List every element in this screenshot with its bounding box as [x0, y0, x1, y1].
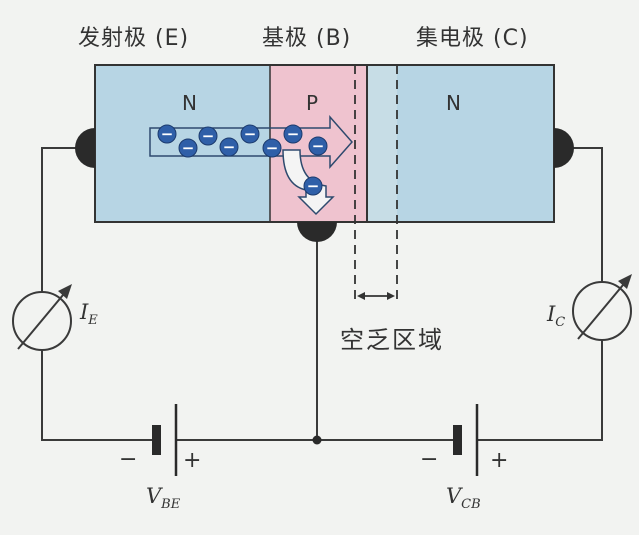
- vbe-subscript: BE: [161, 497, 181, 513]
- depletion-region-label: 空乏区域: [340, 326, 444, 354]
- vbe-minus-sign: −: [119, 447, 138, 472]
- vcb-label: VCB: [446, 484, 481, 512]
- emitter-type-label: N: [182, 91, 197, 115]
- vcb-plus-sign: +: [490, 448, 509, 473]
- junction-dot: [312, 435, 322, 445]
- collector-type-label: N: [446, 91, 461, 115]
- electron-flow-arrow: [149, 115, 353, 169]
- depletion-arrowhead-left: [357, 292, 365, 300]
- electron: [303, 176, 323, 196]
- vcb-subscript: CB: [461, 497, 481, 513]
- electron: [308, 136, 328, 156]
- ie-subscript: E: [88, 313, 98, 329]
- emitter-current-label: IE: [80, 300, 98, 328]
- electron-sign: −: [266, 139, 279, 157]
- emitter-header: 发射极 (E): [78, 26, 190, 51]
- electron: [262, 138, 282, 158]
- electron-sign: −: [244, 125, 257, 143]
- emitter-ammeter: [12, 284, 72, 351]
- collector-region: [397, 65, 554, 222]
- vbe-label: VBE: [146, 484, 180, 512]
- ic-letter: I: [547, 302, 556, 326]
- electron: [219, 137, 239, 157]
- electron-sign: −: [307, 177, 320, 195]
- vbe-plus-sign: +: [183, 448, 202, 473]
- collector-terminal: [554, 128, 574, 168]
- electron: [283, 124, 303, 144]
- electron-group: −−−−−−−−−: [157, 124, 328, 196]
- vcb-minus-sign: −: [420, 447, 439, 472]
- ic-subscript: C: [555, 315, 566, 331]
- depletion-band: [367, 65, 397, 222]
- electron: [178, 138, 198, 158]
- electron-sign: −: [287, 125, 300, 143]
- electron-sign: −: [202, 127, 215, 145]
- electron-sign: −: [223, 138, 236, 156]
- collector-current-label: IC: [547, 302, 565, 330]
- battery-vcb: [453, 404, 479, 476]
- electron: [157, 124, 177, 144]
- battery-vbe: [152, 404, 178, 476]
- vbe-letter: V: [146, 484, 162, 508]
- depletion-arrowhead-right: [387, 292, 395, 300]
- base-terminal: [297, 222, 337, 242]
- electron: [198, 126, 218, 146]
- ie-letter: I: [80, 300, 89, 324]
- electron-sign: −: [161, 125, 174, 143]
- electron: [240, 124, 260, 144]
- vcb-letter: V: [446, 484, 462, 508]
- base-type-label: P: [306, 91, 319, 115]
- collector-ammeter: [572, 274, 632, 341]
- electron-sign: −: [182, 139, 195, 157]
- emitter-terminal: [75, 128, 95, 168]
- collector-header: 集电极 (C): [416, 26, 529, 51]
- electron-sign: −: [312, 137, 325, 155]
- base-header: 基极 (B): [262, 26, 352, 51]
